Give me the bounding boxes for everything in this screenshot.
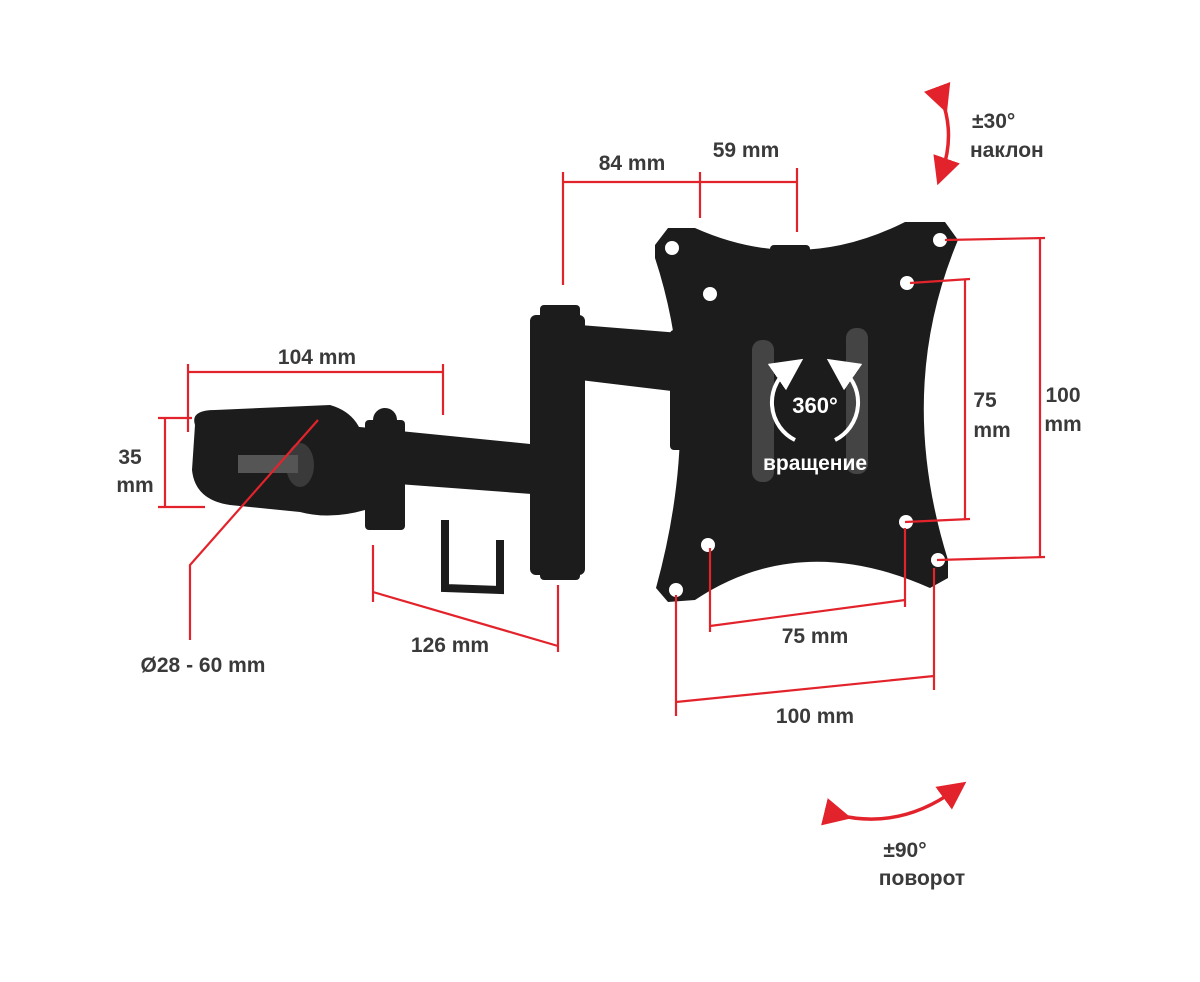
rotation-value: 360° — [792, 393, 838, 418]
rotation-arrows-icon — [767, 358, 863, 442]
dimension-lines — [158, 82, 1046, 826]
vesa-75-vertical-value: 75 — [973, 389, 997, 412]
arm-offset-label: 84 mm — [598, 152, 666, 175]
vesa-75-vertical-unit: mm — [973, 419, 1011, 442]
tilt-value: ±30° — [972, 110, 1016, 133]
swivel-label: поворот — [878, 867, 966, 890]
clamp-height-value: 35 — [118, 446, 142, 469]
swivel-arrow-icon — [821, 781, 967, 826]
vesa-100-vertical-unit: mm — [1044, 413, 1082, 436]
swivel-value: ±90° — [883, 839, 927, 862]
clamp-height-unit: mm — [116, 474, 154, 497]
clamp-depth-label: 104 mm — [277, 346, 357, 369]
tilt-knob — [770, 245, 810, 273]
arm-length-label: 126 mm — [410, 634, 490, 657]
monitor-mount — [192, 222, 958, 602]
plate-offset-label: 59 mm — [712, 139, 780, 162]
rotation-label: вращение — [762, 452, 868, 475]
vesa-plate — [655, 222, 958, 602]
vesa-100-horizontal-label: 100 mm — [775, 705, 855, 728]
pipe-clamp — [192, 405, 365, 516]
pipe-diameter-label: Ø28 - 60 mm — [140, 654, 266, 677]
tilt-arrow-icon — [924, 82, 960, 186]
tilt-label: наклон — [970, 139, 1044, 162]
vesa-100-vertical-value: 100 — [1045, 384, 1081, 407]
cable-hook — [441, 520, 504, 595]
pivot-column — [530, 315, 585, 575]
vesa-75-horizontal-label: 75 mm — [781, 625, 849, 648]
vesa-holes — [665, 233, 947, 597]
